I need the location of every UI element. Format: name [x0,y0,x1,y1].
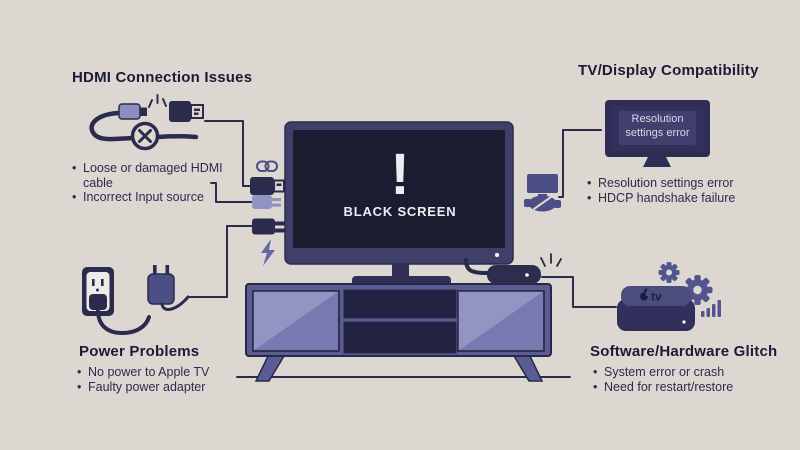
cabinet-shelf-bottom [343,321,457,354]
list-item: Resolution settings error [587,176,757,191]
spark-icon [148,94,167,108]
software-section-title: Software/Hardware Glitch [590,343,778,360]
power-plug-light-icon [252,195,281,209]
software-bullet-list: System error or crash Need for restart/r… [593,365,768,394]
power-adapter-icon [147,265,190,311]
list-item: No power to Apple TV [77,365,242,380]
hdmi-bullet-list: Loose or damaged HDMI cable Incorrect In… [72,161,224,205]
emphasis-sparks [540,253,562,267]
apple-tv-box-icon: tv [617,286,695,331]
display-bullet-list: Resolution settings error HDCP handshake… [587,176,757,205]
list-item: Need for restart/restore [593,380,768,395]
power-bullet-list: No power to Apple TV Faulty power adapte… [77,365,242,394]
apple-logo-icon [640,288,650,301]
handshake-icon [524,195,561,212]
link-icon [256,160,278,172]
hdmi-plug-icon [250,177,285,195]
monitor-error-message: Resolution settings error [625,113,690,139]
lightning-icon [261,239,275,266]
list-item: System error or crash [593,365,768,380]
cabinet-shelf-top [343,289,457,319]
signal-bars-icon [701,300,721,317]
cabinet-door-right [457,290,545,352]
list-item: Incorrect Input source [72,190,224,205]
hdmi-cable-disconnected-icon [89,94,204,151]
wall-outlet-icon [82,267,151,336]
black-screen-label: BLACK SCREEN [343,204,457,219]
connector-power [187,225,254,298]
list-item: Faulty power adapter [77,380,242,395]
tv-cabinet [245,283,552,382]
adapter-cord [160,295,190,311]
power-section-title: Power Problems [79,343,200,360]
connector-software [541,276,617,308]
monitor-icon [605,100,710,167]
cable-connector-small [118,103,141,120]
list-item: HDCP handshake failure [587,191,757,206]
hdmi-cord [464,258,489,275]
apple-tv-on-cabinet [464,253,562,284]
alert-exclamation: ! [390,142,410,207]
apple-tv-label: tv [651,290,662,304]
outlet-cord [96,308,151,336]
power-led [495,253,499,257]
display-section-title: TV/Display Compatibility [578,62,759,79]
inserted-plug [89,294,107,310]
hdmi-plug-large [169,101,191,122]
power-plug-dark-icon [252,218,285,235]
port-icons-column [250,160,285,266]
cabinet-door-left [252,290,340,352]
connector-display [558,129,602,198]
connector-hdmi-cable [204,120,251,187]
tv-illustration [284,121,514,286]
list-item: Loose or damaged HDMI cable [72,161,224,190]
hdmi-section-title: HDMI Connection Issues [72,69,253,86]
